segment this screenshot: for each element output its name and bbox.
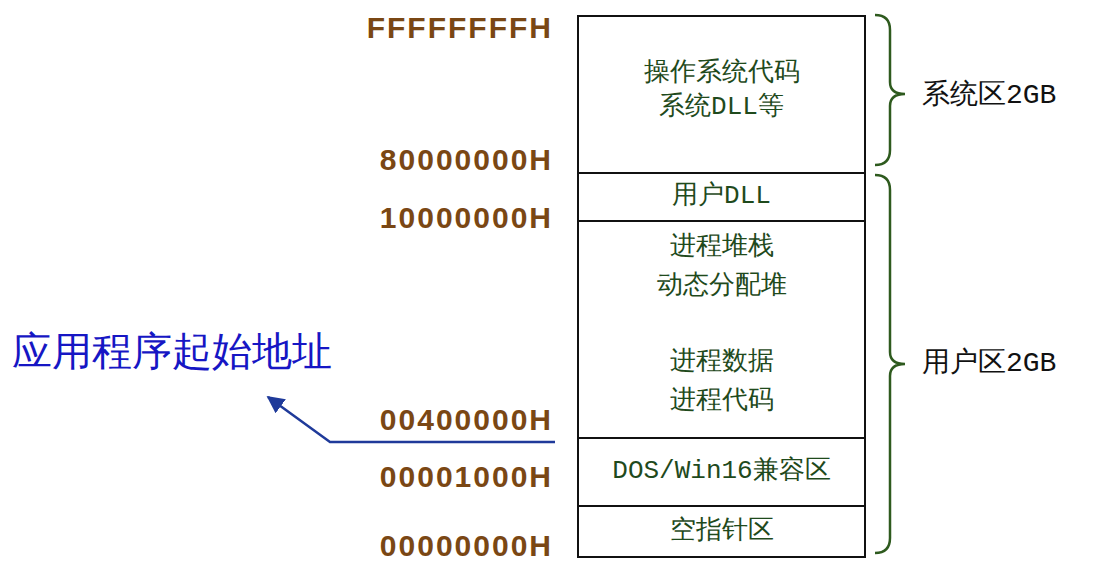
address-label: 10000000H <box>250 201 553 236</box>
region-text: 空指针区 <box>670 516 774 547</box>
region-text: 操作系统代码 系统DLL等 <box>618 57 826 125</box>
address-label: FFFFFFFFH <box>250 11 553 46</box>
user-brace <box>875 175 905 553</box>
start-address-note: 应用程序起始地址 <box>12 329 332 375</box>
zone-label: 系统区2GB <box>922 80 1056 112</box>
region-text: 进程数据 进程代码 <box>644 343 800 421</box>
system-region-box: 操作系统代码 系统DLL等 <box>577 15 866 174</box>
address-label: 00400000H <box>250 403 553 438</box>
address-label: 00001000H <box>250 460 553 495</box>
address-label: 00000000H <box>250 529 553 564</box>
region-text: 用户DLL <box>672 181 771 212</box>
zone-label: 用户区2GB <box>922 348 1056 380</box>
address-label: 80000000H <box>250 143 553 178</box>
system-brace <box>875 15 905 165</box>
user-dll-box: 用户DLL <box>577 172 866 222</box>
compat-region-box: DOS/Win16兼容区 <box>577 437 866 507</box>
region-text: 进程堆栈 动态分配堆 <box>644 228 800 306</box>
null-pointer-box: 空指针区 <box>577 505 866 558</box>
process-region-box: 进程堆栈 动态分配堆进程数据 进程代码 <box>577 220 866 439</box>
region-text: DOS/Win16兼容区 <box>612 456 830 487</box>
